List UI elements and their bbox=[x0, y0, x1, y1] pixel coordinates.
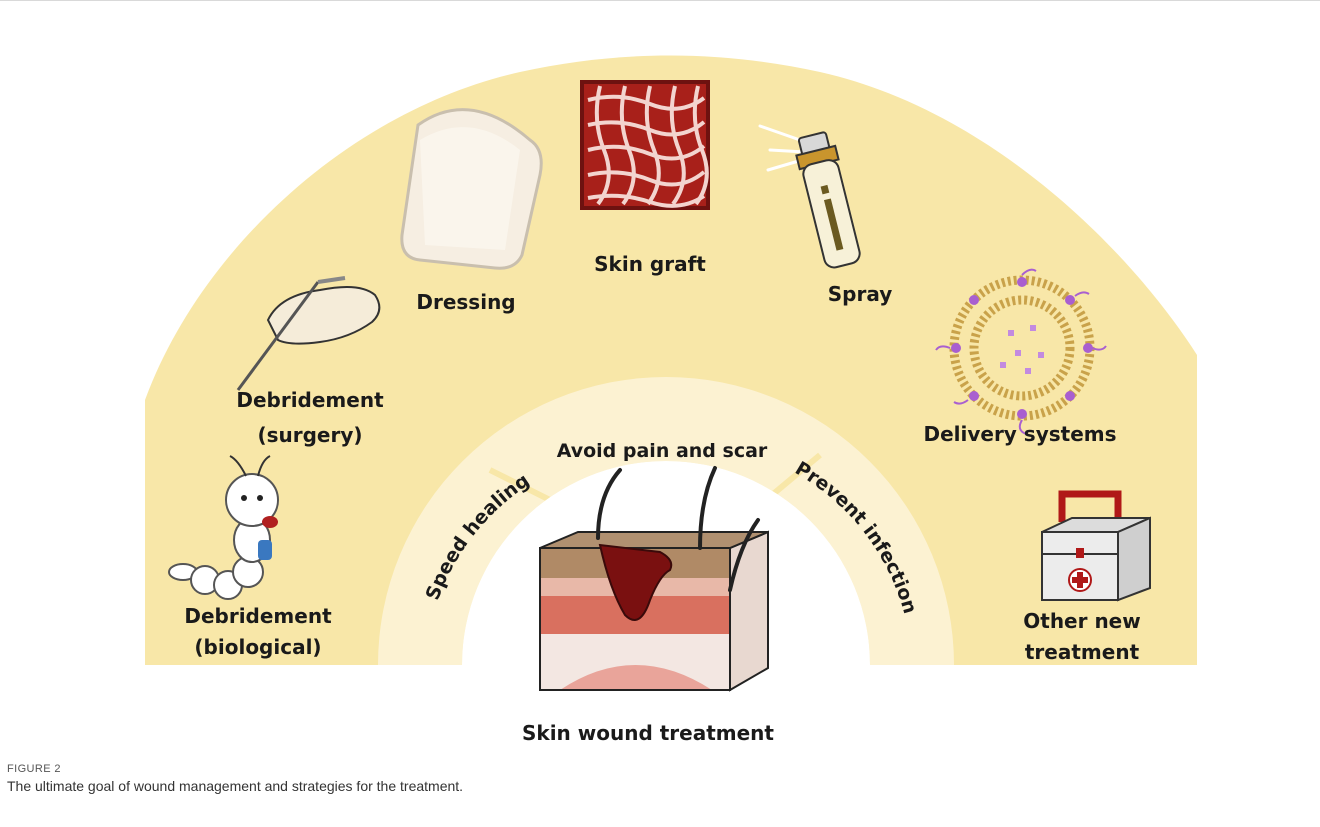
goal-avoid-pain: Avoid pain and scar bbox=[557, 440, 768, 462]
label-delivery-systems: Delivery systems bbox=[923, 422, 1116, 446]
label-debridement-surgery-line2: (surgery) bbox=[257, 423, 362, 447]
wound-strategy-diagram: Dressing Skin graft Spray Delivery syste… bbox=[0, 0, 1320, 760]
figure-caption: FIGURE 2 The ultimate goal of wound mana… bbox=[7, 763, 1307, 794]
label-spray: Spray bbox=[828, 282, 893, 306]
label-dressing: Dressing bbox=[416, 290, 515, 314]
label-debridement-bio-line1: Debridement bbox=[184, 604, 332, 628]
skin-graft-illustration bbox=[582, 82, 708, 208]
label-debridement-surgery-line1: Debridement bbox=[236, 388, 384, 412]
label-skin-graft: Skin graft bbox=[594, 252, 706, 276]
caption-label: FIGURE 2 bbox=[7, 763, 1307, 775]
label-other-line1: Other new bbox=[1023, 609, 1140, 633]
label-debridement-bio-line2: (biological) bbox=[194, 635, 321, 659]
label-other-line2: treatment bbox=[1025, 640, 1140, 664]
dressing-illustration bbox=[402, 110, 541, 269]
center-label: Skin wound treatment bbox=[522, 721, 774, 745]
caption-text: The ultimate goal of wound management an… bbox=[7, 778, 1307, 794]
